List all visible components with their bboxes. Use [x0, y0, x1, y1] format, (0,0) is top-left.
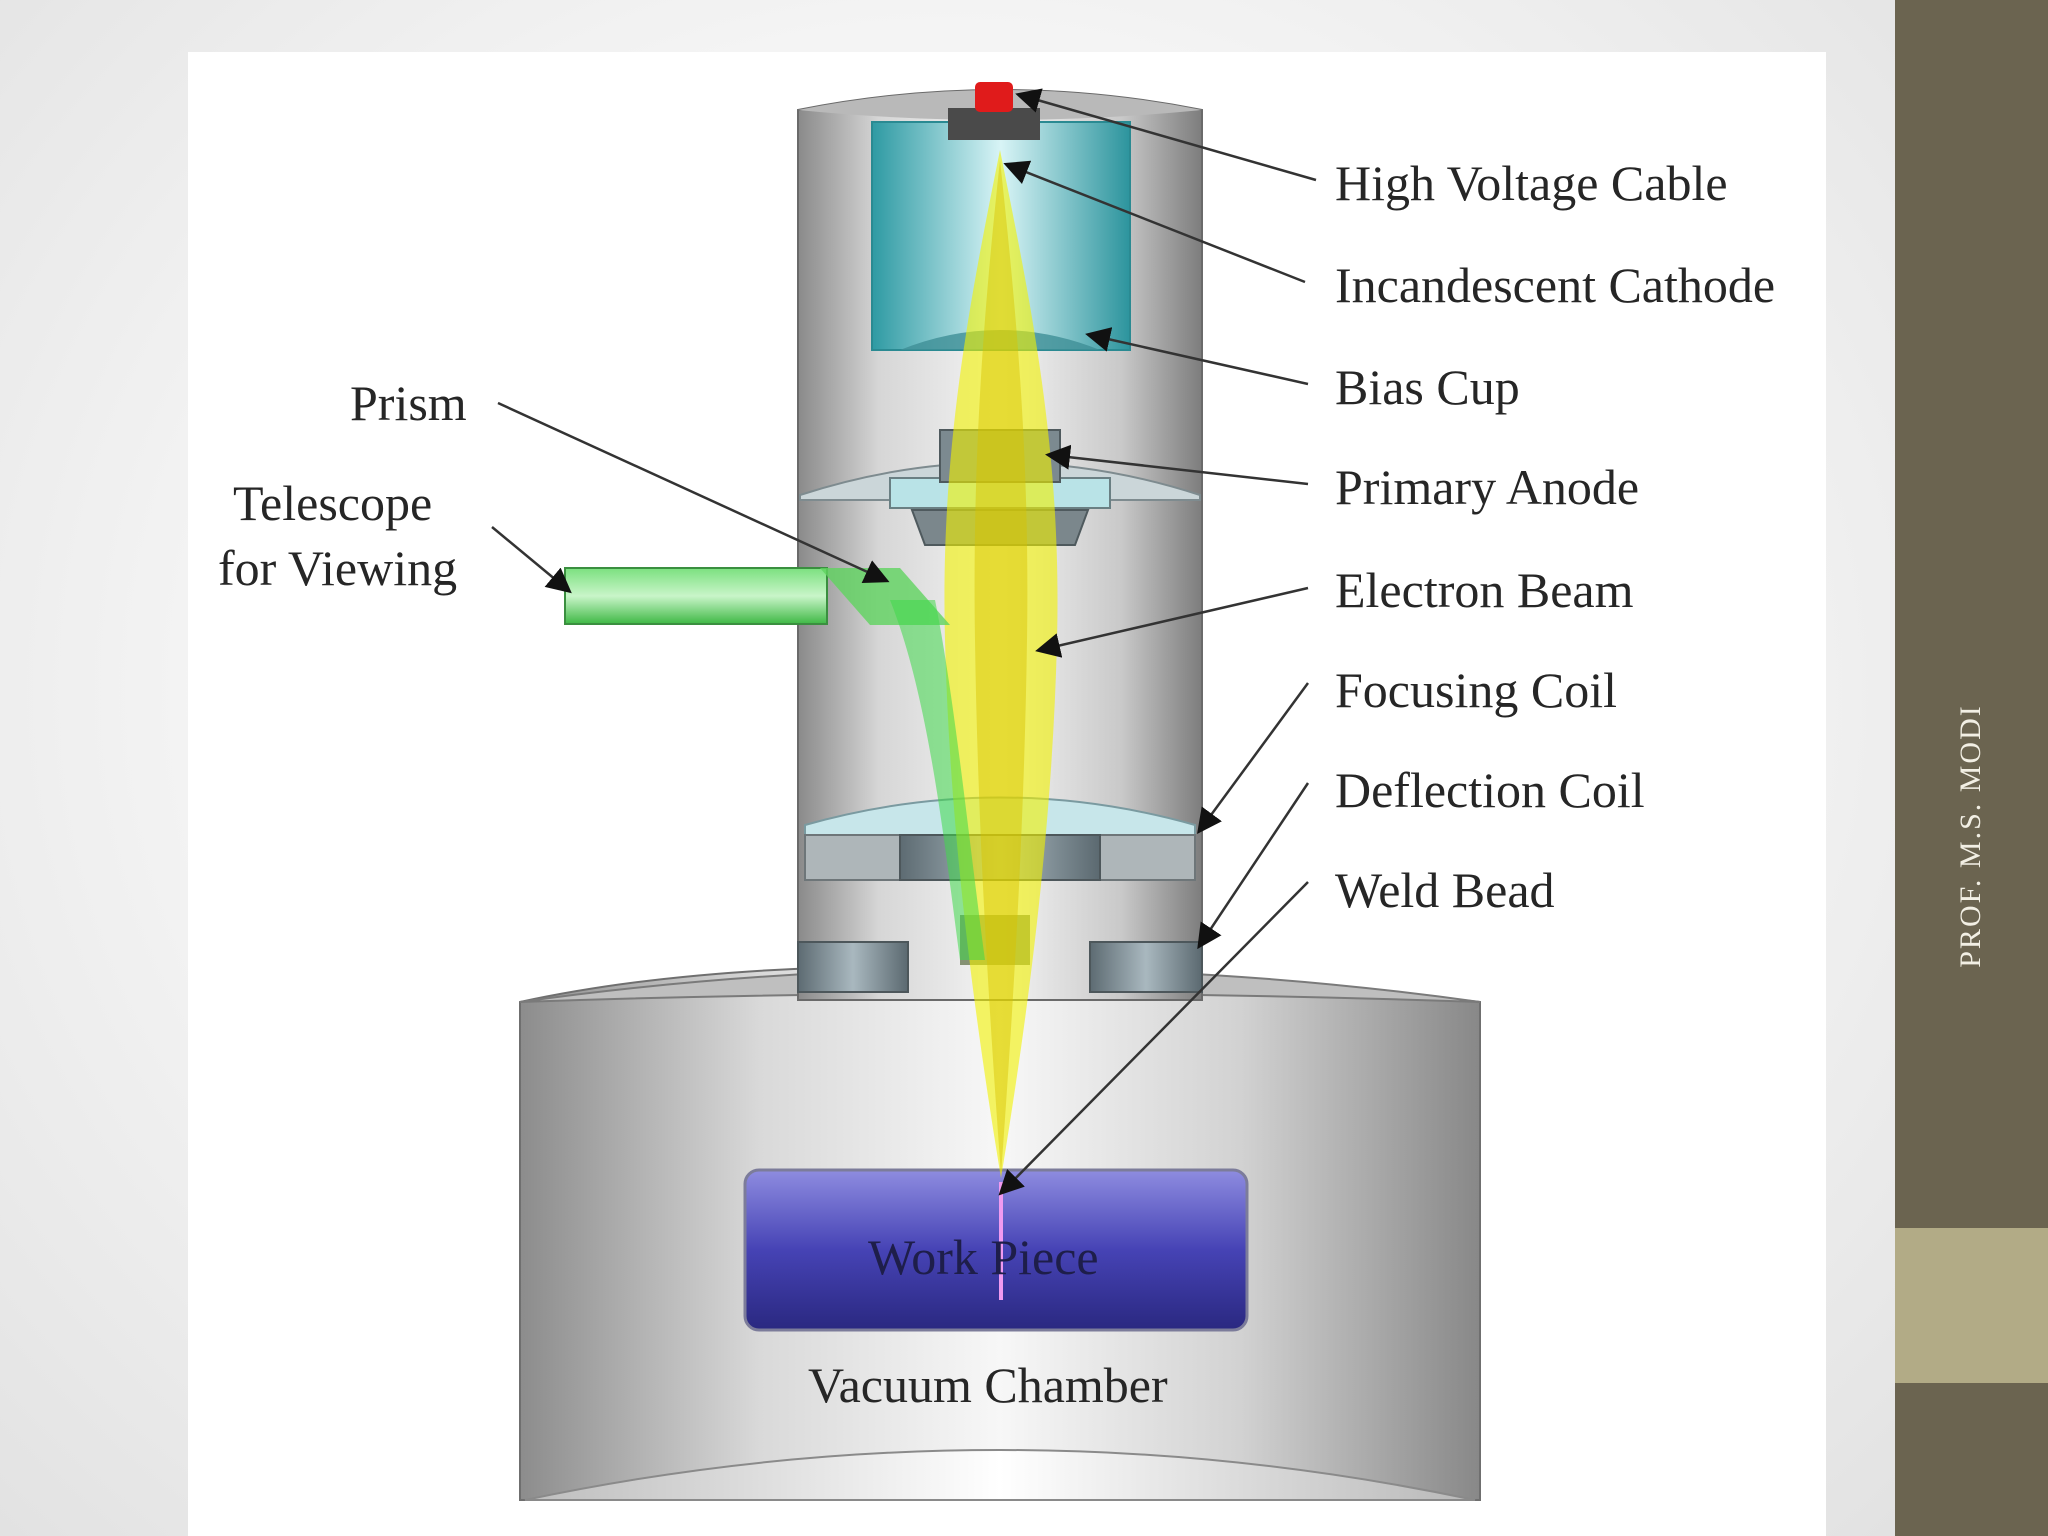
label-primary-anode: Primary Anode — [1335, 459, 1640, 515]
label-prism: Prism — [350, 375, 467, 431]
label-high-voltage-cable: High Voltage Cable — [1335, 155, 1728, 211]
label-incandescent-cathode: Incandescent Cathode — [1335, 257, 1776, 313]
label-deflection-coil: Deflection Coil — [1335, 762, 1645, 818]
label-for-viewing: for Viewing — [218, 540, 458, 596]
cable-socket — [948, 108, 1040, 140]
side-accent — [1895, 1228, 2048, 1383]
work-piece — [743, 1168, 1249, 1332]
label-weld-bead: Weld Bead — [1335, 862, 1555, 918]
label-work-piece: Work Piece — [868, 1229, 1099, 1285]
label-focusing-coil: Focusing Coil — [1335, 662, 1617, 718]
leader-lines — [491, 88, 1317, 1196]
telescope-optics — [564, 567, 985, 960]
label-electron-beam: Electron Beam — [1335, 562, 1634, 618]
label-vacuum-chamber: Vacuum Chamber — [808, 1357, 1168, 1413]
label-telescope: Telescope — [233, 475, 433, 531]
cable-tip — [975, 82, 1013, 112]
label-bias-cup: Bias Cup — [1335, 359, 1520, 415]
telescope-tube — [564, 567, 828, 625]
